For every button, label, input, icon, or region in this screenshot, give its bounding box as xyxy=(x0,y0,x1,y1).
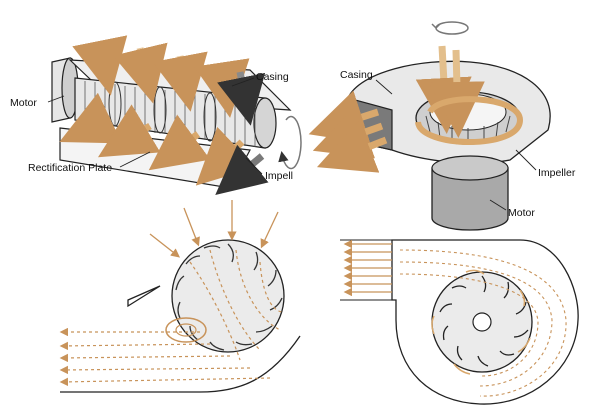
crossflow-fan-illustration xyxy=(51,35,302,195)
blower-motor xyxy=(431,167,509,231)
label-rectification-plate: Rectification Plate xyxy=(28,162,112,174)
rotation-arrow-icon xyxy=(431,21,469,35)
rotation-arrow-icon xyxy=(278,115,302,170)
label-motor-right: Motor xyxy=(508,207,535,219)
crossflow-flow-pattern xyxy=(59,200,301,393)
centrifugal-blower-illustration xyxy=(308,21,551,231)
label-casing-left: Casing xyxy=(256,71,289,83)
centrifugal-flow-pattern xyxy=(340,239,579,405)
label-motor-left: Motor xyxy=(10,97,37,109)
label-impeller-left: Impell xyxy=(265,170,293,182)
label-casing-right: Casing xyxy=(340,69,373,81)
label-impeller-right: Impeller xyxy=(538,167,576,179)
blower-exhaust-airflow xyxy=(308,90,388,173)
